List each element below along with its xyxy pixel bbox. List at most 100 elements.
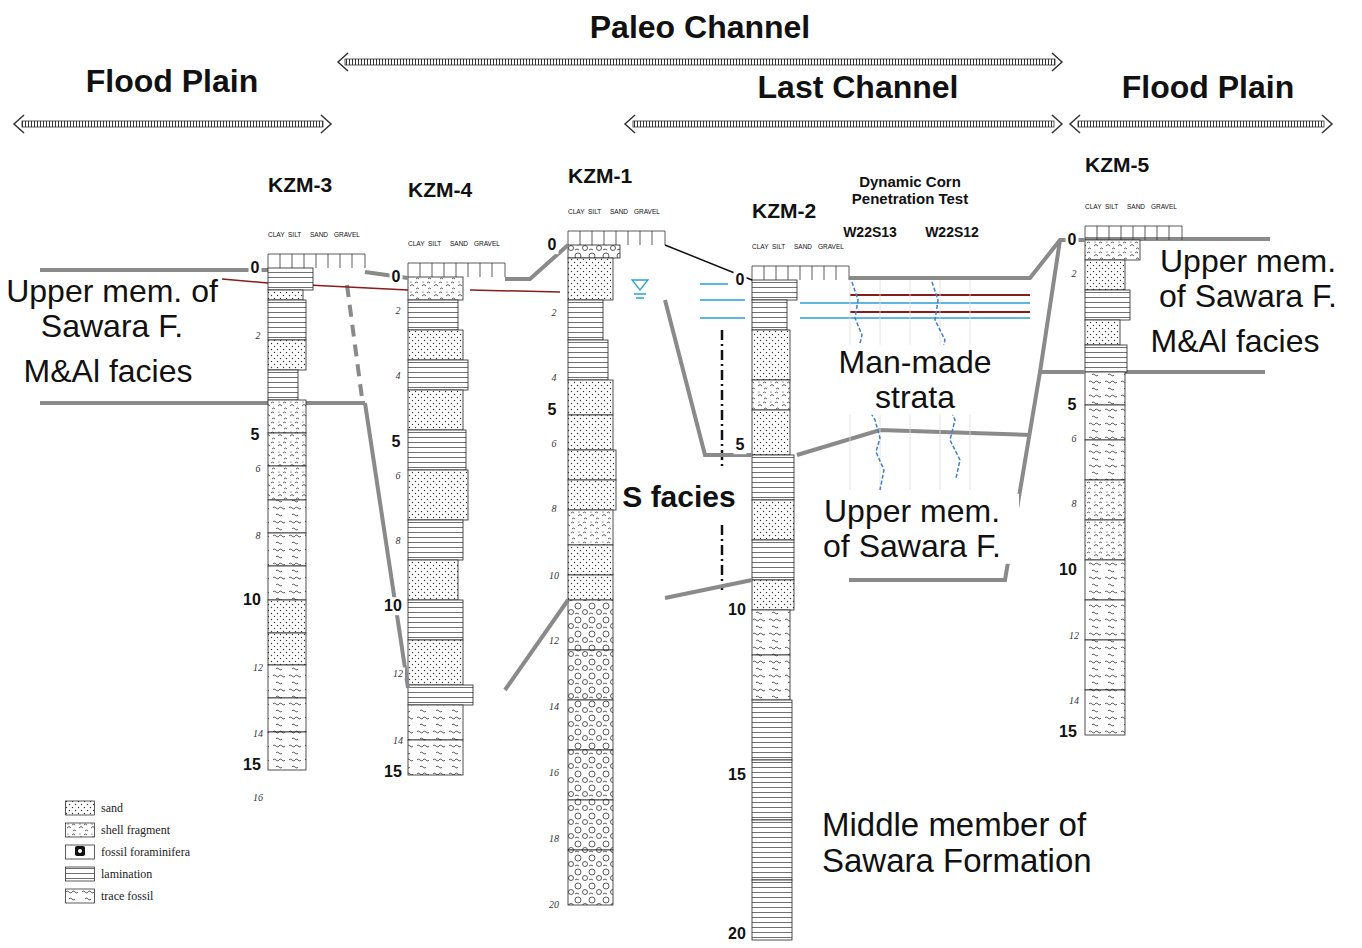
marker-line (470, 290, 560, 292)
lithology-log (408, 520, 463, 560)
depth-number: 20 (726, 925, 748, 943)
depth-number: 15 (382, 763, 404, 781)
depth-number: 2 (550, 307, 559, 318)
extent-arrow (1078, 121, 1324, 127)
grain-size-label: SILT (288, 232, 301, 239)
correlation-line (40, 268, 268, 272)
depth-number: 0 (734, 271, 747, 289)
lithology-log (752, 455, 794, 500)
unit-name: Upper mem. of Sawara F. (3, 274, 222, 344)
grain-size-ruler (268, 226, 1182, 280)
grain-size-label: SAND (310, 232, 328, 239)
depth-number: 8 (1070, 498, 1079, 509)
lithology-log (268, 370, 298, 400)
correlation-line (40, 401, 365, 405)
lithology-log (1085, 405, 1125, 440)
lithology-log (408, 390, 463, 430)
correlation-line (505, 245, 568, 279)
lithology-log (408, 685, 473, 705)
water-table-symbol (632, 280, 648, 290)
borehole-name: KZM-1 (568, 165, 632, 186)
legend-swatch (66, 889, 95, 903)
lithology-log (752, 580, 794, 610)
correlation-line (665, 580, 752, 598)
correlation-line (1125, 370, 1265, 374)
lithology-log (752, 820, 792, 880)
grain-size-label: SILT (428, 241, 441, 248)
lithology-log (1085, 320, 1120, 345)
lithology-log (568, 415, 613, 450)
lithology-log (268, 300, 306, 340)
legend-entry: lamination (65, 866, 152, 882)
extent-arrow (14, 115, 331, 133)
legend-text: sand (101, 801, 123, 816)
region-title: Flood Plain (84, 64, 260, 99)
legend-swatch (65, 822, 95, 838)
lithology-log (1085, 480, 1125, 520)
correlation-line (40, 239, 1270, 455)
legend-text: lamination (101, 867, 152, 882)
depth-number: 14 (547, 701, 561, 712)
depth-number: 20 (547, 899, 561, 910)
lithology-log (752, 610, 790, 655)
lithology-log (408, 740, 463, 775)
lithology-log (568, 600, 613, 650)
depth-number: 10 (1057, 561, 1079, 579)
grain-size-label: GRAVEL (634, 209, 660, 216)
legend-entry: sand (65, 800, 123, 816)
marker-line (700, 284, 745, 318)
facies-name: M&Al facies (22, 354, 195, 389)
lithology-log (1085, 520, 1125, 560)
depth-number: 10 (382, 597, 404, 615)
unit-name: Upper mem. of Sawara F. (1144, 244, 1353, 314)
lithology-log (1085, 560, 1125, 600)
lithology-log (408, 330, 463, 360)
depth-number: 0 (390, 268, 403, 286)
lithology-log (752, 500, 794, 540)
sample-line (721, 525, 724, 590)
lithology-log (568, 800, 613, 850)
lithology-log (408, 705, 463, 740)
depth-number: 2 (394, 305, 403, 316)
lithology-log (568, 575, 613, 600)
depth-number: 10 (547, 570, 561, 581)
grain-size-ruler (408, 263, 505, 277)
lithology-log (268, 400, 306, 433)
lithology-log (1085, 240, 1140, 260)
extent-arrow (22, 121, 323, 127)
legend-text: shell fragment (101, 823, 170, 838)
lithology-log (568, 380, 613, 415)
lithology-log (752, 760, 792, 820)
grain-size-label: GRAVEL (818, 244, 844, 251)
lithology-log (568, 258, 613, 300)
depth-number: 15 (726, 766, 748, 784)
depth-number: 12 (1067, 630, 1081, 641)
grain-size-label: CLAY (752, 244, 769, 251)
lithology-log (568, 510, 613, 545)
depth-number: 10 (241, 591, 263, 609)
grain-size-ruler (268, 254, 365, 268)
lithology-log (752, 700, 792, 760)
depth-number: 5 (390, 433, 403, 451)
lithology-log (408, 277, 463, 300)
lithology-log (1085, 690, 1125, 735)
lithology-log (268, 600, 306, 633)
legend-swatch (65, 888, 95, 904)
lithology-log (1085, 600, 1125, 640)
grain-size-ruler (1085, 226, 1182, 240)
unit-name: Upper mem. of Sawara F. (805, 494, 1019, 564)
extent-arrow (14, 53, 1332, 133)
region-title: Last Channel (756, 70, 961, 105)
lithology-log (268, 633, 306, 665)
depth-number: 14 (391, 735, 405, 746)
lithology-log (408, 430, 466, 470)
lithology-log (568, 340, 608, 380)
depth-number: 18 (547, 833, 561, 844)
lithology-log (568, 450, 616, 480)
grain-size-label: GRAVEL (334, 232, 360, 239)
facies-name: S facies (620, 480, 737, 513)
water-table-symbol (632, 280, 648, 298)
correlation-line (347, 285, 362, 398)
depth-number: 15 (1057, 723, 1079, 741)
marker-line (800, 303, 1030, 318)
